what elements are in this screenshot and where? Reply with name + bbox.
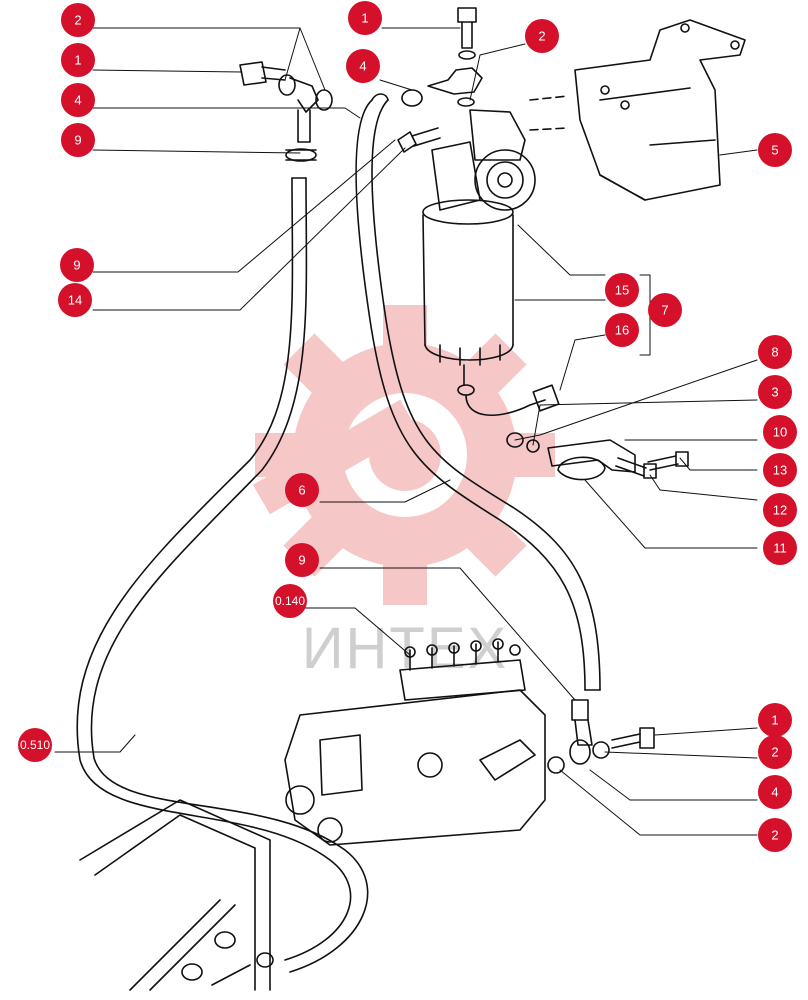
- svg-text:4: 4: [74, 93, 81, 108]
- callout-14[interactable]: 14: [58, 283, 92, 317]
- callout-13[interactable]: 13: [763, 453, 797, 487]
- svg-text:12: 12: [773, 503, 787, 518]
- callout-2-top-center[interactable]: 2: [525, 19, 559, 53]
- callout-15[interactable]: 15: [605, 273, 639, 307]
- svg-text:7: 7: [661, 303, 668, 318]
- svg-text:14: 14: [68, 293, 82, 308]
- svg-text:15: 15: [615, 283, 629, 298]
- svg-text:4: 4: [771, 785, 778, 800]
- svg-text:9: 9: [298, 553, 305, 568]
- callout-7[interactable]: 7: [648, 293, 682, 327]
- injection-pump: [284, 638, 546, 846]
- callout-9-top-left[interactable]: 9: [61, 123, 95, 157]
- svg-text:0.140: 0.140: [275, 594, 305, 608]
- callout-4-lower-right[interactable]: 4: [758, 775, 792, 809]
- reference-0-140[interactable]: 0.140: [273, 584, 307, 618]
- callout-4-top-left[interactable]: 4: [61, 83, 95, 117]
- callout-5[interactable]: 5: [758, 133, 792, 167]
- banjo-lower-right: [547, 699, 655, 774]
- svg-text:11: 11: [773, 541, 787, 556]
- clamp-assembly: [506, 432, 689, 481]
- svg-text:2: 2: [538, 29, 545, 44]
- fuel-filter: [422, 109, 560, 416]
- reference-0-510[interactable]: 0.510: [18, 728, 52, 762]
- callout-3[interactable]: 3: [758, 375, 792, 409]
- callout-9-mid-left[interactable]: 9: [60, 248, 94, 282]
- banjo-top-center: [401, 7, 483, 107]
- callout-2-top-left[interactable]: 2: [61, 3, 95, 37]
- svg-text:13: 13: [773, 463, 787, 478]
- svg-text:4: 4: [359, 59, 366, 74]
- bolt-14: [397, 127, 441, 153]
- svg-text:9: 9: [74, 133, 81, 148]
- watermark-text: ИНТЕХ: [302, 616, 508, 681]
- svg-text:6: 6: [298, 483, 305, 498]
- svg-text:8: 8: [771, 345, 778, 360]
- banjo-top-left: [239, 61, 333, 162]
- svg-text:10: 10: [773, 425, 787, 440]
- callout-9-lower[interactable]: 9: [285, 543, 319, 577]
- svg-text:16: 16: [615, 323, 629, 338]
- svg-text:1: 1: [771, 713, 778, 728]
- callout-1-top-center[interactable]: 1: [348, 1, 382, 35]
- svg-text:1: 1: [74, 53, 81, 68]
- callout-2-lower-right-b[interactable]: 2: [758, 818, 792, 852]
- frame-lower-left: [79, 799, 274, 991]
- callout-4-top-center[interactable]: 4: [346, 49, 380, 83]
- hose-left: [76, 177, 369, 973]
- callouts: 2 1 4 9 1 2 4 5 9 14 15 16 7 8 3 10 13 1…: [18, 1, 797, 852]
- callout-1-lower-right[interactable]: 1: [758, 703, 792, 737]
- leader-lines: [54, 27, 758, 836]
- svg-text:5: 5: [771, 143, 778, 158]
- callout-11[interactable]: 11: [763, 531, 797, 565]
- svg-text:2: 2: [771, 745, 778, 760]
- callout-6[interactable]: 6: [285, 473, 319, 507]
- svg-text:0.510: 0.510: [20, 738, 50, 752]
- callout-2-lower-right-a[interactable]: 2: [758, 735, 792, 769]
- svg-text:3: 3: [771, 385, 778, 400]
- svg-text:9: 9: [73, 258, 80, 273]
- svg-text:1: 1: [361, 11, 368, 26]
- callout-10[interactable]: 10: [763, 415, 797, 449]
- callout-1-top-left[interactable]: 1: [61, 43, 95, 77]
- svg-text:2: 2: [771, 828, 778, 843]
- svg-text:2: 2: [74, 13, 81, 28]
- callout-16[interactable]: 16: [605, 313, 639, 347]
- gear-icon: [255, 305, 555, 605]
- callout-8[interactable]: 8: [758, 335, 792, 369]
- bracket-5: [529, 19, 746, 201]
- callout-12[interactable]: 12: [763, 493, 797, 527]
